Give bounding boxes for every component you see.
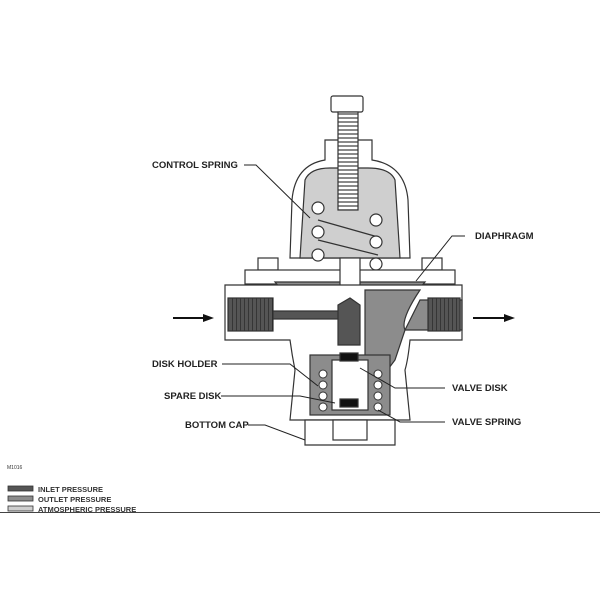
adjusting-screw: [330, 95, 364, 211]
label-disk-holder: DISK HOLDER: [152, 359, 218, 370]
leader-lines: [221, 164, 465, 441]
legend-label-atmospheric: ATMOSPHERIC PRESSURE: [38, 505, 136, 514]
legend-label-outlet: OUTLET PRESSURE: [38, 495, 111, 504]
legend: INLET PRESSURE OUTLET PRESSURE ATMOSPHER…: [7, 485, 136, 514]
legend-swatch-outlet: [7, 495, 34, 502]
label-spare-disk: SPARE DISK: [164, 391, 222, 402]
legend-label-inlet: INLET PRESSURE: [38, 485, 103, 494]
control-spring-coils: [311, 201, 383, 271]
valve-spring-coils: [318, 369, 383, 412]
label-bottom-cap: BOTTOM CAP: [185, 420, 249, 431]
flow-arrows: [173, 314, 515, 322]
legend-swatch-inlet: [7, 485, 34, 492]
label-control-spring: CONTROL SPRING: [152, 160, 238, 171]
figure-id: M1016: [7, 465, 23, 471]
valve-body: [224, 284, 463, 421]
bottom-cap: [304, 419, 396, 446]
label-valve-disk: VALVE DISK: [452, 383, 508, 394]
flange: [244, 257, 456, 291]
label-valve-spring: VALVE SPRING: [452, 417, 521, 428]
legend-swatch-atmospheric: [7, 505, 34, 512]
label-diaphragm: DIAPHRAGM: [475, 231, 534, 242]
